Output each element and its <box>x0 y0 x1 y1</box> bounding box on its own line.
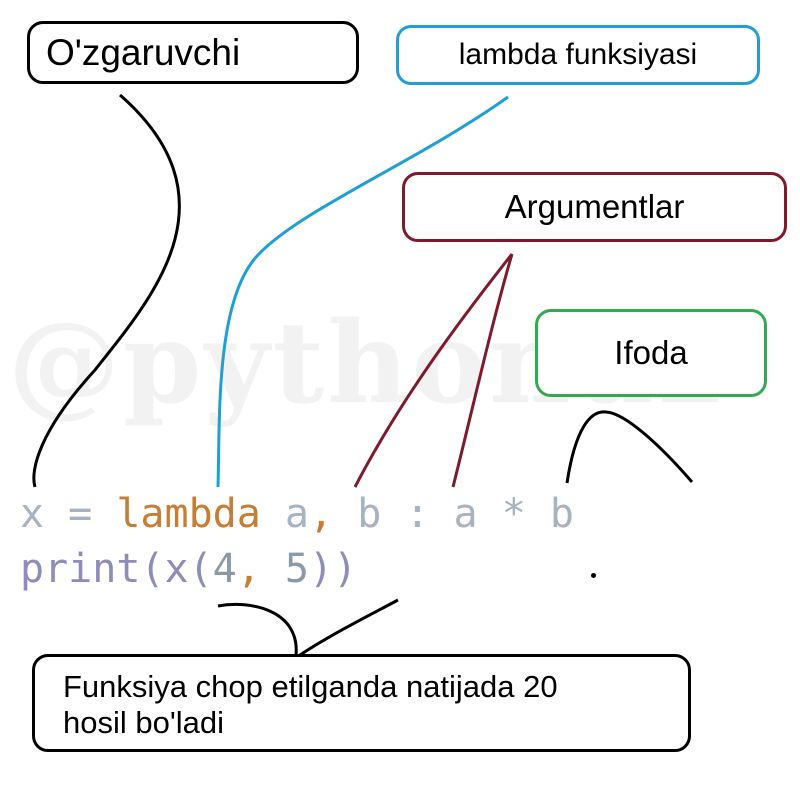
code-eq: = <box>44 491 117 537</box>
result-line-1: Funksiya chop etilganda natijada 20 <box>63 669 558 704</box>
expression-callout: Ifoda <box>535 309 767 397</box>
code-num-1: 4 <box>212 546 237 592</box>
result-connector <box>217 598 399 657</box>
code-line-lambda: x = lambda a, b : a * b <box>20 494 574 534</box>
code-keyword: lambda <box>116 491 261 537</box>
variable-connector <box>32 93 181 488</box>
code-expr: a * b <box>453 491 574 537</box>
code-var: x <box>20 491 45 537</box>
code-colon: : <box>381 491 454 537</box>
code-comma: , <box>309 491 334 537</box>
argument-a-connector <box>353 253 514 488</box>
dot-mark <box>591 573 596 578</box>
expression-connector <box>565 410 694 484</box>
result-line-2: hosil bo'ladi <box>63 704 225 740</box>
code-close: )) <box>309 546 358 592</box>
result-callout: Funksiya chop etilganda natijada 20 hosi… <box>32 654 691 752</box>
code-comma-2: , <box>236 546 261 592</box>
code-num-2: 5 <box>260 546 310 592</box>
code-print-call: print(x( <box>20 546 213 592</box>
argument-b-connector <box>451 253 514 488</box>
lambda-function-callout: lambda funksiyasi <box>396 25 760 85</box>
variable-callout: O'zgaruvchi <box>27 21 359 84</box>
code-arg-a: a <box>260 491 310 537</box>
code-line-print: print(x(4, 5)) <box>20 549 357 589</box>
lambda-connector <box>216 95 509 488</box>
arguments-callout: Argumentlar <box>402 172 787 242</box>
code-arg-b: b <box>333 491 382 537</box>
